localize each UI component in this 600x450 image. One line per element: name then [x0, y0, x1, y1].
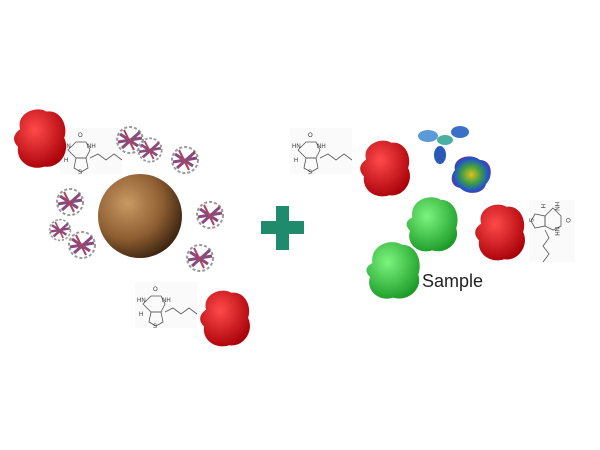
green-sample-protein [406, 197, 458, 252]
biotin-structure [59, 127, 123, 177]
red-target-protein [200, 290, 250, 347]
streptavidin-molecule [185, 243, 215, 273]
streptavidin-molecule [48, 218, 72, 242]
biotin-structure [289, 127, 353, 177]
streptavidin-molecule [67, 230, 97, 260]
streptavidin-molecule [195, 200, 225, 230]
green-sample-protein [366, 242, 420, 299]
streptavidin-molecule [170, 145, 200, 175]
red-target-protein [475, 204, 525, 261]
sample-mixture [289, 126, 576, 299]
antibody [418, 126, 469, 164]
plus-icon [261, 206, 304, 250]
multicolor-protein [451, 156, 491, 193]
biotin-structure [134, 281, 198, 331]
red-target-protein [14, 109, 67, 168]
biotinylated-protein-bottom [134, 281, 250, 347]
biotinylated-protein-top-left [14, 109, 123, 177]
magnetic-bead [98, 174, 182, 258]
streptavidin-molecule [136, 136, 164, 164]
red-target-protein [360, 140, 410, 197]
biotin-structure [526, 199, 576, 263]
streptavidin-bead-complex [14, 109, 250, 347]
sample-label: Sample [422, 271, 484, 291]
streptavidin-molecule [55, 187, 85, 217]
